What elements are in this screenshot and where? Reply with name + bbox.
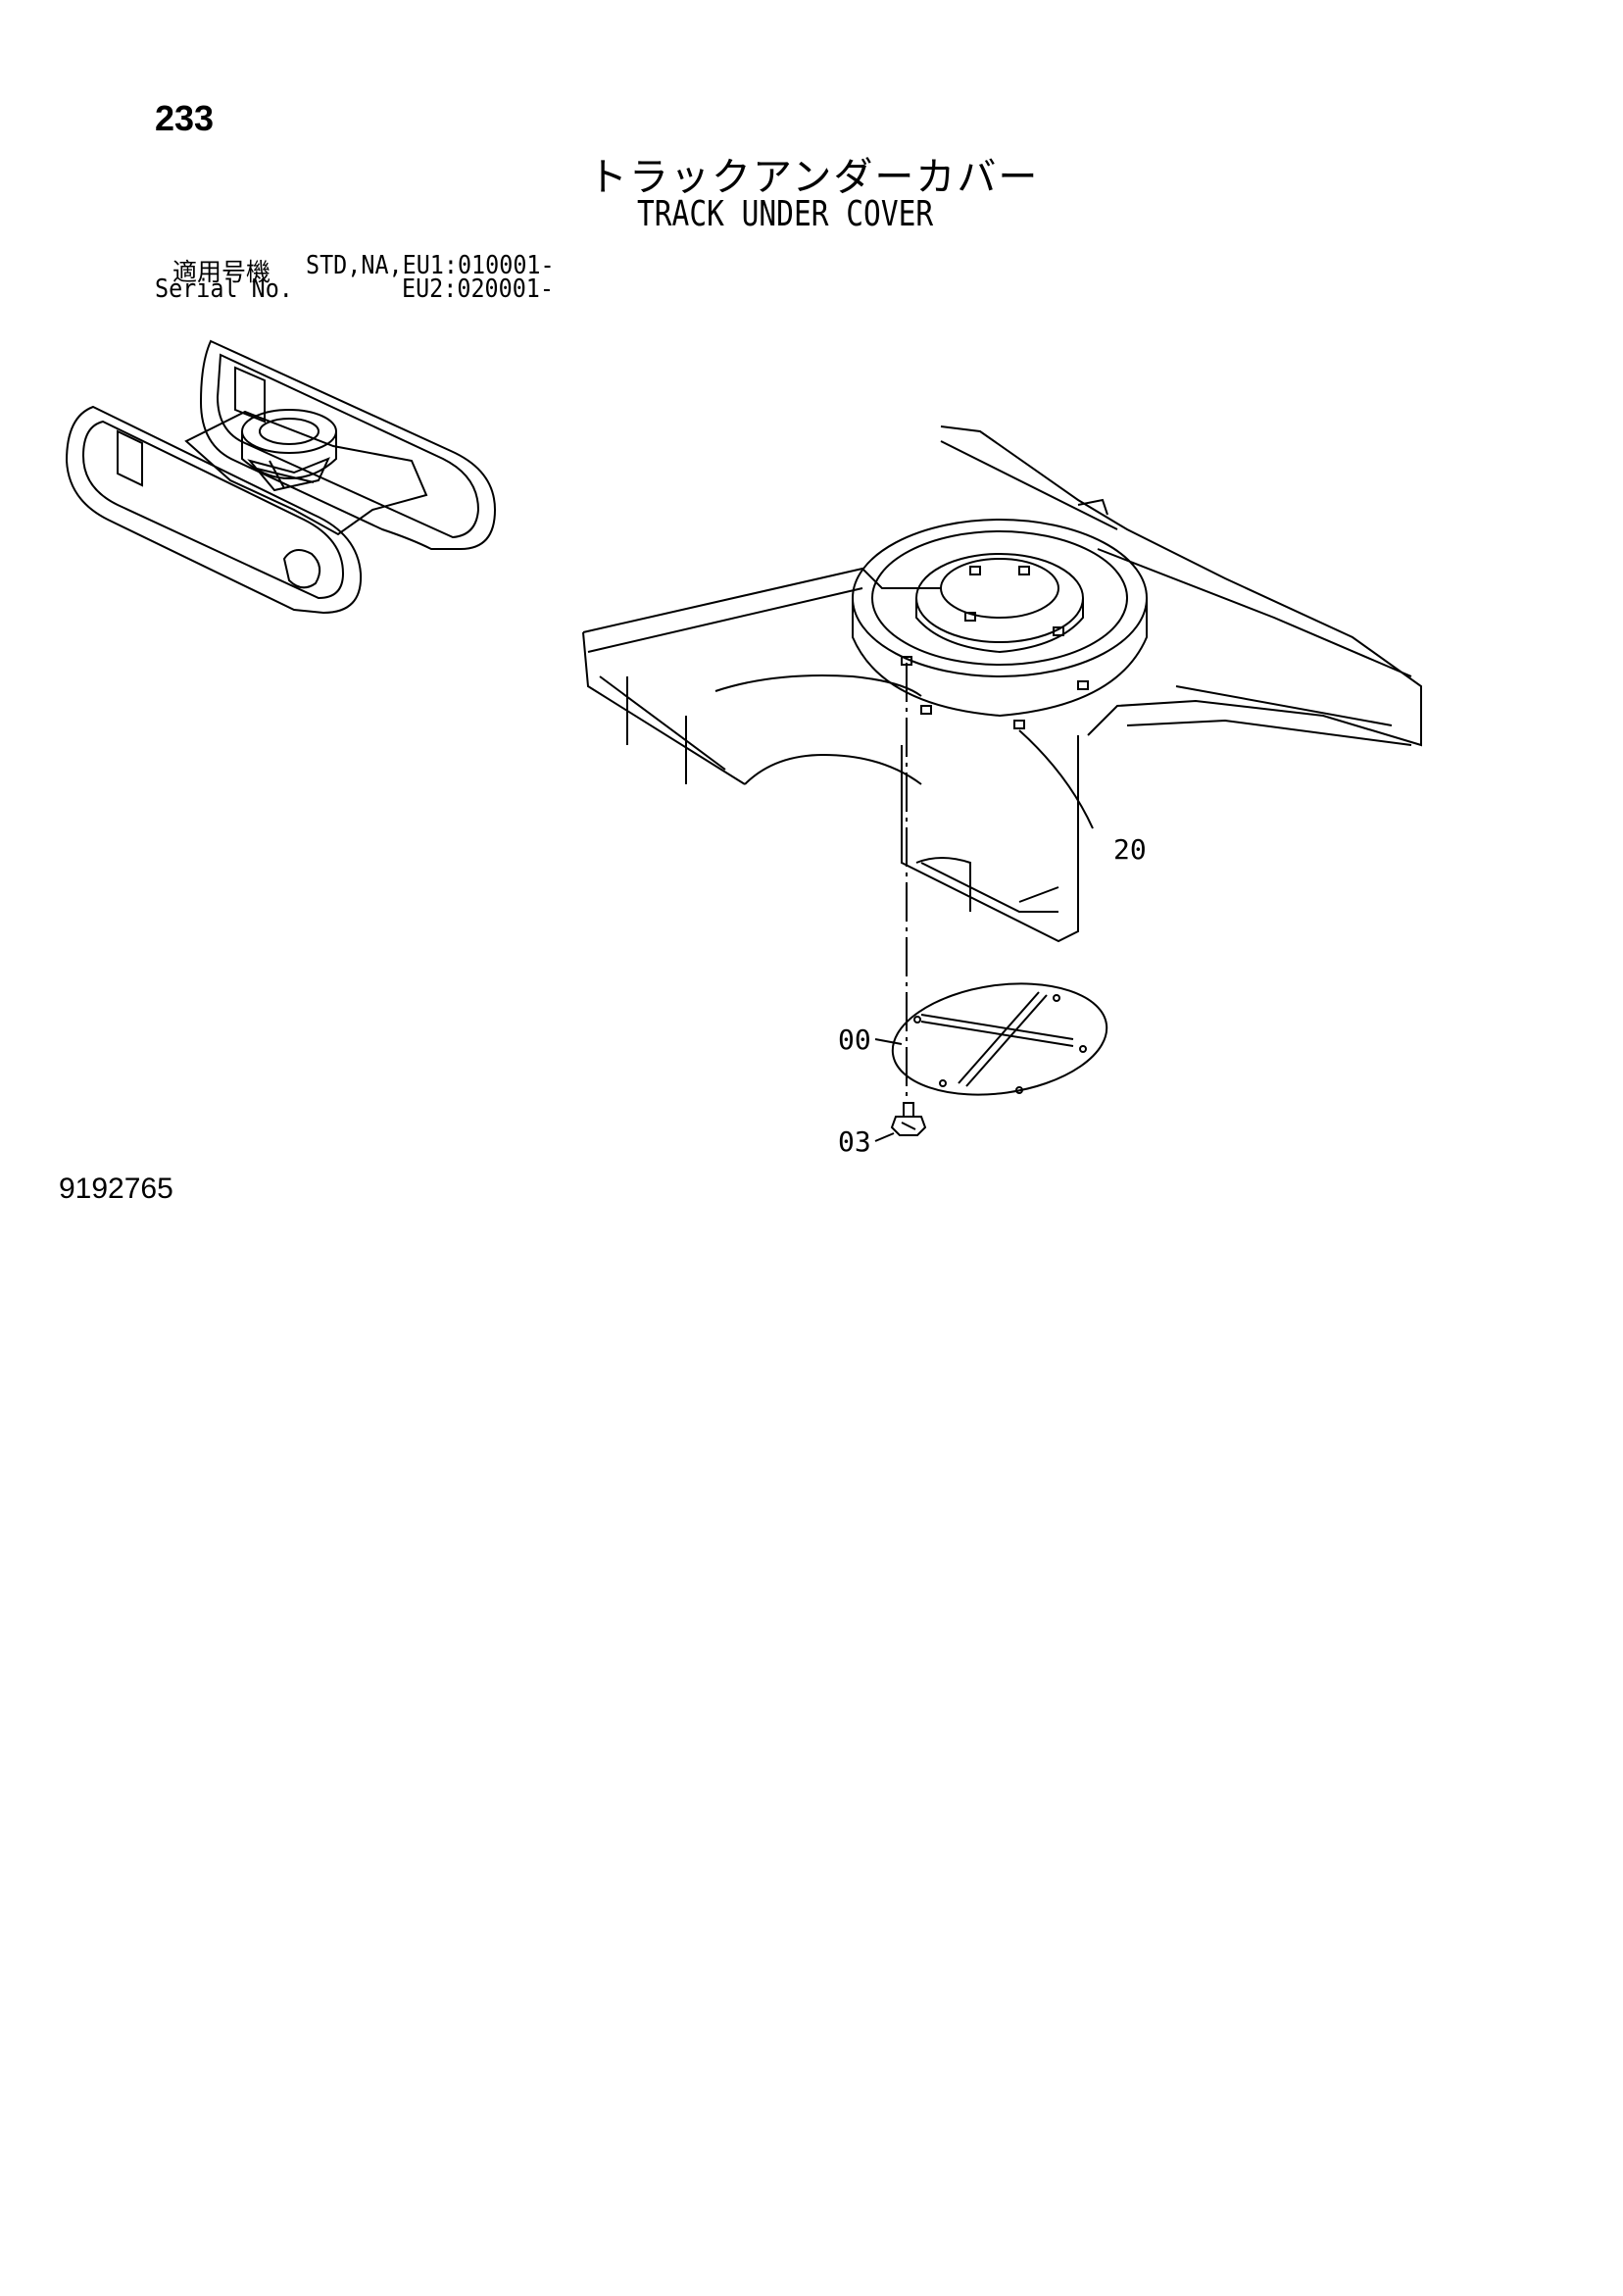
callout-part-00: 00 (838, 1023, 871, 1056)
track-frame-drawing (582, 425, 1422, 943)
drawing-number: 9192765 (59, 1173, 173, 1205)
under-cover-plate (891, 982, 1108, 1096)
serial-range-line1: STD,NA,EU1:010001- (306, 251, 555, 280)
undercarriage-overview-thumbnail (65, 339, 497, 615)
serial-label-japanese: 適用号機 (172, 258, 271, 286)
page-number: 233 (155, 98, 215, 138)
serial-range-line2: EU2:020001- (402, 275, 554, 304)
callout-part-03: 03 (838, 1125, 871, 1158)
title-japanese: トラックアンダーカバー (588, 155, 1040, 200)
callout-part-20: 20 (1113, 833, 1147, 866)
title-english: TRACK UNDER COVER (637, 194, 934, 234)
leader-lines (874, 663, 1094, 1142)
bolt-part (890, 1102, 927, 1136)
serial-label-english: Serial No. (155, 275, 293, 304)
